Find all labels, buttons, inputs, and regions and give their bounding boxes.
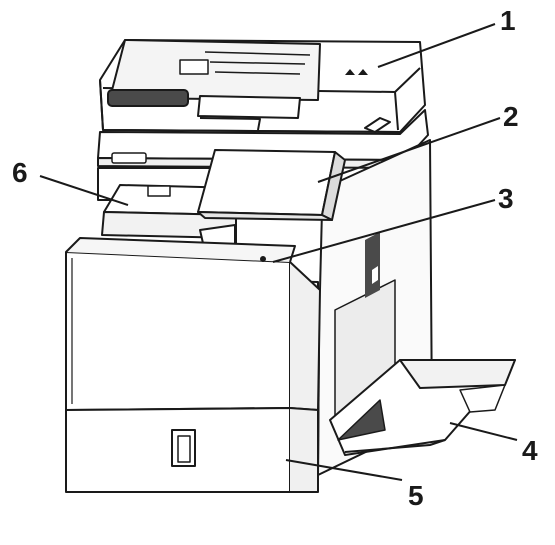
callout-2: 2 [503, 101, 519, 132]
callout-1: 1 [500, 5, 516, 36]
leader-3 [272, 199, 496, 263]
front-door [65, 237, 321, 411]
callout-4: 4 [522, 435, 538, 466]
callout-leaders [39, 23, 518, 481]
callout-6: 6 [12, 157, 28, 188]
leader-5 [285, 459, 403, 481]
leader-4 [449, 422, 518, 441]
multipurpose-feeder [329, 359, 516, 456]
callout-5: 5 [408, 480, 424, 511]
leader-1 [377, 23, 496, 68]
leader-2 [317, 117, 501, 183]
callout-3: 3 [498, 183, 514, 214]
control-panel [197, 149, 346, 221]
document-feeder [99, 39, 426, 133]
tray-1 [65, 407, 319, 493]
power-button-icon [260, 256, 266, 262]
leader-6 [39, 175, 129, 206]
